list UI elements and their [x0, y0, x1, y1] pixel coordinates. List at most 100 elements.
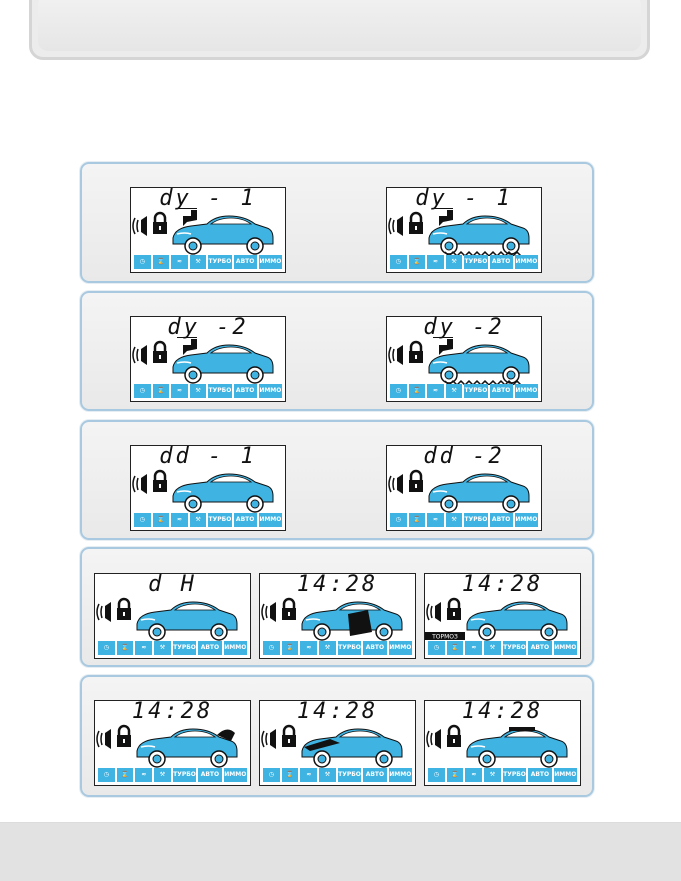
- hourglass-icon: ⌛: [152, 513, 170, 527]
- hourglass-icon: ⌛: [116, 768, 134, 782]
- hourglass-icon: ⌛: [408, 255, 426, 269]
- lock-icon: [282, 724, 296, 747]
- clock-icon: ◷: [428, 768, 445, 782]
- turbo-label: ТУРБО: [172, 768, 197, 782]
- turbo-label: ТУРБО: [208, 255, 232, 269]
- lcd-readout: dd -2: [423, 444, 505, 469]
- clock-icon: ◷: [390, 384, 407, 398]
- lcd-readout: 14:28: [461, 572, 544, 597]
- lock-icon: [153, 340, 167, 363]
- clock-icon: ◷: [134, 384, 151, 398]
- car-icon: [301, 728, 403, 768]
- auto-label: АВТО: [489, 384, 513, 398]
- clock-icon: ◷: [98, 641, 115, 655]
- auto-label: АВТО: [233, 384, 257, 398]
- lcd-display: dd - 1 ◷ ⌛ ≈ ⚒ ТУРБО АВТО ИММО: [130, 444, 286, 531]
- lcd-readout: dy -2: [423, 315, 505, 340]
- turbo-label: ТУРБО: [337, 768, 362, 782]
- lcd-readout: dy - 1: [415, 186, 513, 211]
- lcd-display: dd -2 ◷ ⌛ ≈ ⚒ ТУРБО АВТО ИММО: [386, 444, 542, 531]
- heater-icon: ≈: [300, 768, 318, 782]
- auto-label: АВТО: [233, 513, 257, 527]
- status-icon-row: ◷ ⌛ ≈ ⚒ ТУРБО АВТО ИММО: [390, 255, 538, 269]
- siren-icon: [388, 474, 403, 494]
- lcd-display: dy - 1 ◷ ⌛ ≈ ⚒ ТУРБО АВТО ИММО: [386, 186, 542, 273]
- status-icon-row: ◷ ⌛ ≈ ⚒ ТУРБО АВТО ИММО: [263, 641, 412, 655]
- lock-icon: [117, 724, 131, 747]
- immo-label: ИММО: [223, 768, 247, 782]
- hourglass-icon: ⌛: [446, 768, 464, 782]
- hourglass-icon: ⌛: [408, 384, 426, 398]
- auto-label: АВТО: [489, 513, 513, 527]
- lcd-display: d H ◷ ⌛ ≈ ⚒ ТУРБО АВТО ИММО: [94, 572, 251, 659]
- heater-icon: ≈: [171, 255, 188, 269]
- heater-icon: ≈: [135, 641, 153, 655]
- lock-icon: [409, 340, 423, 363]
- car-icon: [172, 215, 274, 255]
- auto-label: АВТО: [233, 255, 257, 269]
- vibration-pager-icon: [183, 339, 197, 355]
- heater-icon: ≈: [427, 255, 444, 269]
- heater-icon: ≈: [465, 768, 483, 782]
- siren-icon: [388, 216, 403, 236]
- status-icon-row: ◷ ⌛ ≈ ⚒ ТУРБО АВТО ИММО: [263, 768, 412, 782]
- hourglass-icon: ⌛: [281, 768, 299, 782]
- lock-icon: [153, 469, 167, 492]
- siren-icon: [426, 602, 441, 622]
- hourglass-icon: ⌛: [152, 255, 170, 269]
- hourglass-icon: ⌛: [116, 641, 134, 655]
- status-icon-row: ◷ ⌛ ≈ ⚒ ТУРБО АВТО ИММО: [390, 513, 538, 527]
- vibration-pager-icon: [183, 210, 197, 226]
- car-icon: [172, 344, 274, 384]
- turbo-label: ТУРБО: [502, 641, 527, 655]
- svg-text:ТОРМОЗ: ТОРМОЗ: [431, 634, 458, 641]
- auto-label: АВТО: [363, 768, 387, 782]
- siren-icon: [261, 729, 276, 749]
- siren-icon: [96, 602, 111, 622]
- clock-icon: ◷: [263, 641, 280, 655]
- hourglass-icon: ⌛: [152, 384, 170, 398]
- wrench-icon: ⚒: [154, 641, 171, 655]
- immo-label: ИММО: [553, 768, 577, 782]
- car-icon: [172, 473, 274, 513]
- status-icon-row: ◷ ⌛ ≈ ⚒ ТУРБО АВТО ИММО: [428, 641, 577, 655]
- clock-icon: ◷: [263, 768, 280, 782]
- lcd-readout: dy -2: [167, 315, 249, 340]
- header-frame: [29, 0, 650, 60]
- footer-band: [0, 822, 681, 881]
- vibration-pager-icon: [439, 339, 453, 355]
- clock-icon: ◷: [390, 255, 407, 269]
- lcd-display: 14:28 ◷ ⌛ ≈ ⚒ ТУРБО АВТО ИММО: [424, 699, 581, 786]
- turbo-label: ТУРБО: [337, 641, 362, 655]
- immo-label: ИММО: [258, 255, 282, 269]
- lcd-display: 14:28 ТОРМОЗ ◷ ⌛ ≈ ⚒ ТУРБО АВТО ИММО: [424, 572, 581, 659]
- status-icon-row: ◷ ⌛ ≈ ⚒ ТУРБО АВТО ИММО: [390, 384, 538, 398]
- lock-icon: [409, 469, 423, 492]
- heater-icon: ≈: [300, 641, 318, 655]
- immo-label: ИММО: [388, 641, 412, 655]
- immo-label: ИММО: [514, 255, 538, 269]
- clock-icon: ◷: [390, 513, 407, 527]
- wrench-icon: ⚒: [154, 768, 171, 782]
- auto-label: АВТО: [528, 641, 552, 655]
- lcd-display: 14:28 ◷ ⌛ ≈ ⚒ ТУРБО АВТО ИММО: [259, 572, 416, 659]
- turbo-label: ТУРБО: [172, 641, 197, 655]
- lcd-readout: dy - 1: [159, 186, 257, 211]
- immo-label: ИММО: [553, 641, 577, 655]
- wrench-icon: ⚒: [189, 384, 207, 398]
- clock-icon: ◷: [98, 768, 115, 782]
- siren-icon: [132, 216, 147, 236]
- wrench-icon: ⚒: [445, 384, 463, 398]
- wrench-icon: ⚒: [319, 768, 336, 782]
- car-icon: [136, 601, 238, 641]
- siren-icon: [388, 345, 403, 365]
- car-icon: [428, 344, 530, 384]
- heater-icon: ≈: [171, 513, 188, 527]
- heater-icon: ≈: [171, 384, 188, 398]
- car-icon: [136, 728, 238, 768]
- wrench-icon: ⚒: [189, 513, 207, 527]
- lcd-display: dy -2 ◷ ⌛ ≈ ⚒ ТУРБО АВТО ИММО: [386, 315, 542, 402]
- wrench-icon: ⚒: [484, 641, 501, 655]
- lock-icon: [447, 724, 461, 747]
- turbo-label: ТУРБО: [208, 384, 232, 398]
